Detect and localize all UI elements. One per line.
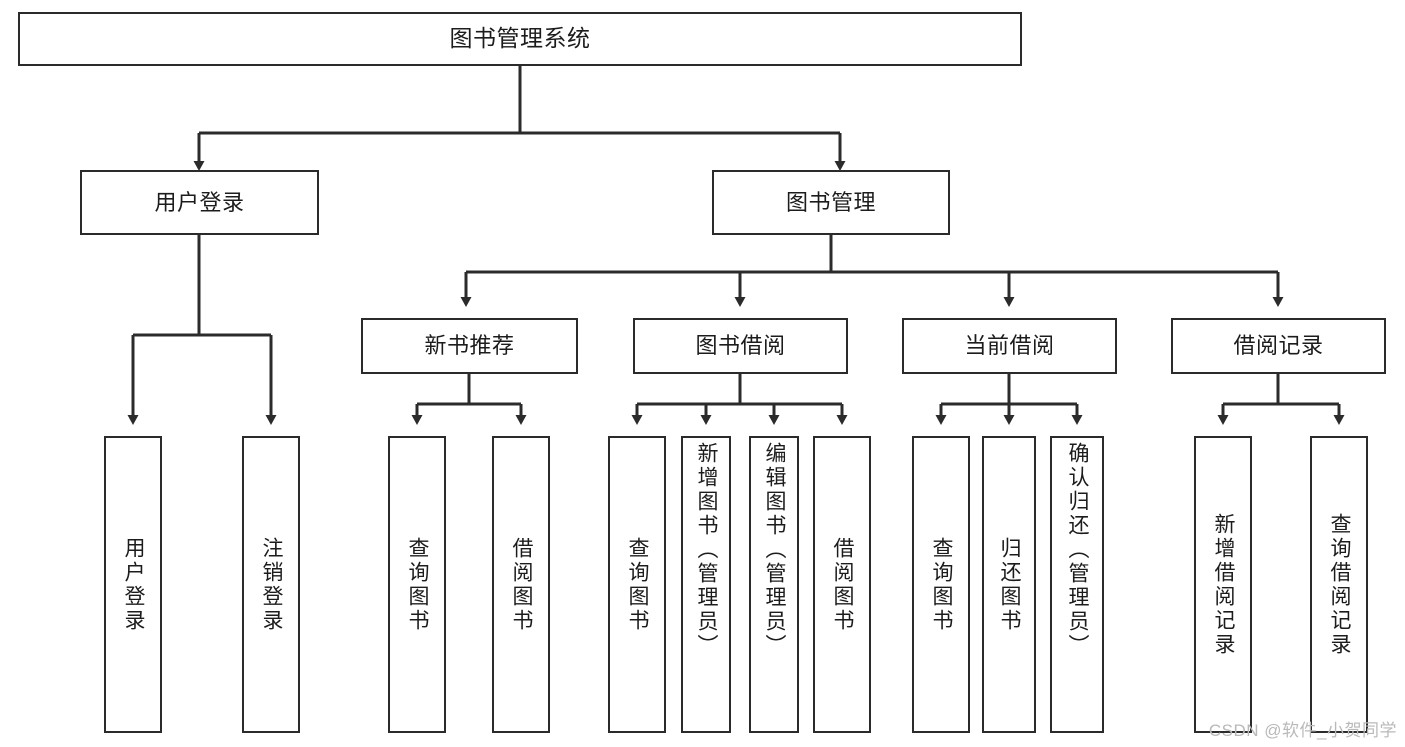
node-label: 图书借阅 <box>695 333 786 359</box>
leaf-current-return-book[interactable]: 归还图书 <box>982 436 1036 733</box>
node-label: 借阅图书 <box>510 536 534 633</box>
csdn-watermark: CSDN @软件_小贺同学 <box>1208 721 1397 740</box>
node-book-management[interactable]: 图书管理 <box>712 170 950 235</box>
node-label: 注销登录 <box>260 536 284 633</box>
node-root-library-management-system[interactable]: 图书管理系统 <box>18 12 1022 66</box>
leaf-current-confirm-return-admin[interactable]: 确认归还（管理员） <box>1050 436 1104 733</box>
leaf-current-query-book[interactable]: 查询图书 <box>912 436 970 733</box>
node-label: 查询借阅记录 <box>1328 512 1352 657</box>
node-new-book-recommend[interactable]: 新书推荐 <box>361 318 578 374</box>
leaf-user-login[interactable]: 用户登录 <box>104 436 162 733</box>
node-label: 图书管理系统 <box>449 25 591 52</box>
node-label: 新书推荐 <box>424 333 515 359</box>
node-label: 查询图书 <box>626 536 650 633</box>
leaf-recommend-query-book[interactable]: 查询图书 <box>388 436 446 733</box>
leaf-user-logout[interactable]: 注销登录 <box>242 436 300 733</box>
node-label: 编辑图书（管理员） <box>763 442 787 658</box>
node-label: 新增借阅记录 <box>1212 512 1236 657</box>
node-label: 归还图书 <box>998 536 1022 633</box>
leaf-record-query-borrow-record[interactable]: 查询借阅记录 <box>1310 436 1368 733</box>
node-book-borrow[interactable]: 图书借阅 <box>633 318 848 374</box>
leaf-borrow-query-book[interactable]: 查询图书 <box>608 436 666 733</box>
leaf-borrow-borrow-book[interactable]: 借阅图书 <box>813 436 871 733</box>
node-label: 查询图书 <box>406 536 430 633</box>
node-label: 借阅记录 <box>1233 333 1324 359</box>
node-current-borrow[interactable]: 当前借阅 <box>902 318 1117 374</box>
node-label: 图书管理 <box>785 189 876 215</box>
node-label: 用户登录 <box>154 189 245 215</box>
leaf-record-add-borrow-record[interactable]: 新增借阅记录 <box>1194 436 1252 733</box>
node-label: 查询图书 <box>930 536 954 633</box>
node-label: 当前借阅 <box>964 333 1055 359</box>
node-borrow-record[interactable]: 借阅记录 <box>1171 318 1386 374</box>
leaf-borrow-add-book-admin[interactable]: 新增图书（管理员） <box>681 436 731 733</box>
node-user-login[interactable]: 用户登录 <box>80 170 319 235</box>
leaf-borrow-edit-book-admin[interactable]: 编辑图书（管理员） <box>749 436 799 733</box>
node-label: 确认归还（管理员） <box>1066 442 1090 658</box>
node-label: 借阅图书 <box>831 536 855 633</box>
node-label: 用户登录 <box>122 536 146 633</box>
leaf-recommend-borrow-book[interactable]: 借阅图书 <box>492 436 550 733</box>
node-label: 新增图书（管理员） <box>695 442 719 658</box>
